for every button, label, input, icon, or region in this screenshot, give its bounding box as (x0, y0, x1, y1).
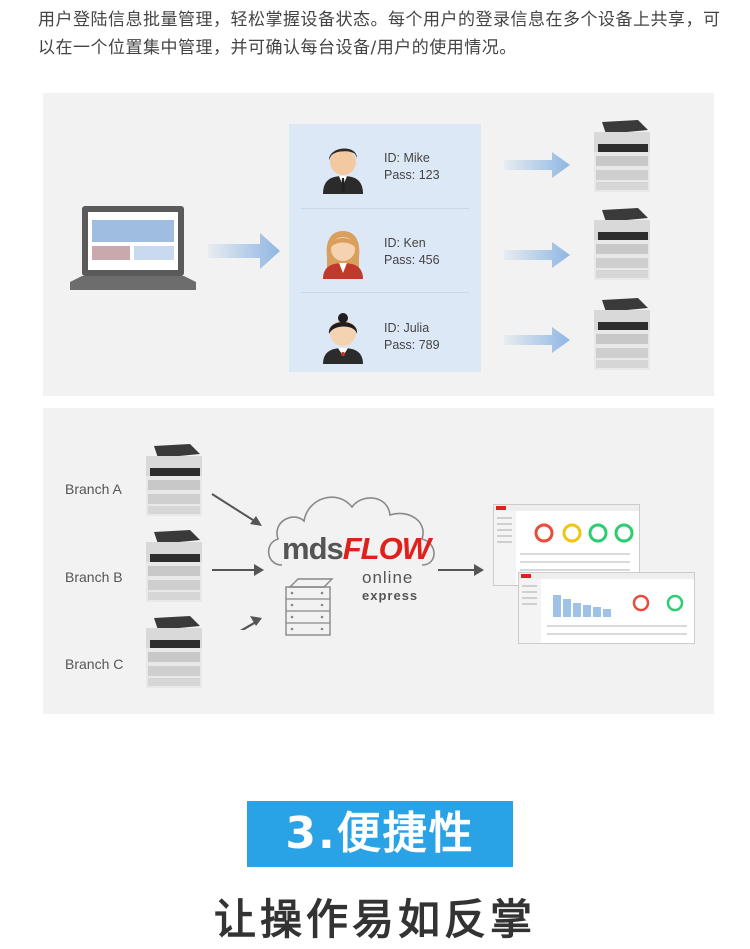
user-pass-label: Pass: 456 (384, 253, 440, 267)
section-tagline: 让操作易如反掌 (213, 895, 536, 944)
woman-avatar-icon (323, 231, 363, 279)
branch-arrows-icon (211, 493, 264, 630)
man-avatar-icon (323, 148, 363, 194)
user-id-label: ID: Ken (384, 236, 426, 250)
girl-avatar-icon (323, 313, 363, 364)
divider (301, 208, 469, 209)
user-entry-julia: ID: Julia Pass: 789 (289, 298, 481, 378)
mdsflow-logo: mdsFLOW (282, 531, 431, 566)
user-pass-label: Pass: 123 (384, 168, 440, 182)
branch-c-label: Branch C (65, 656, 124, 672)
intro-paragraph: 用户登陆信息批量管理，轻松掌握设备状态。每个用户的登录信息在多个设备上共享，可以… (38, 10, 721, 58)
user-id-label: ID: Mike (384, 151, 430, 165)
printer-icon (146, 530, 202, 602)
arrow-to-printer-icon (504, 152, 570, 178)
cloud-icon (267, 496, 435, 566)
divider (301, 292, 469, 293)
laptop-icon (70, 206, 196, 290)
user-entry-ken: ID: Ken Pass: 456 (289, 213, 481, 293)
server-icon (285, 578, 334, 636)
arrow-to-dashboard-icon (438, 564, 484, 576)
branch-a-label: Branch A (65, 481, 122, 497)
user-pass-label: Pass: 789 (384, 338, 440, 352)
mdsflow-express-label: express (362, 588, 419, 603)
mdsflow-online-label: online (362, 568, 414, 587)
printer-icon (594, 298, 650, 370)
report-screenshot-image (518, 572, 695, 644)
printer-icon (146, 444, 202, 516)
arrow-to-printer-icon (504, 242, 570, 268)
arrow-to-users-icon (208, 233, 280, 269)
user-credentials-card: ID: Mike Pass: 123 ID: Ken Pass: 456 ID:… (289, 124, 481, 372)
section-title-badge: 3.便捷性 (247, 801, 513, 867)
user-id-label: ID: Julia (384, 321, 430, 335)
arrow-to-printer-icon (504, 327, 570, 353)
branch-b-label: Branch B (65, 569, 123, 585)
user-entry-mike: ID: Mike Pass: 123 (289, 128, 481, 208)
printer-icon (594, 120, 650, 192)
printer-icon (594, 208, 650, 280)
printer-icon (146, 616, 202, 688)
